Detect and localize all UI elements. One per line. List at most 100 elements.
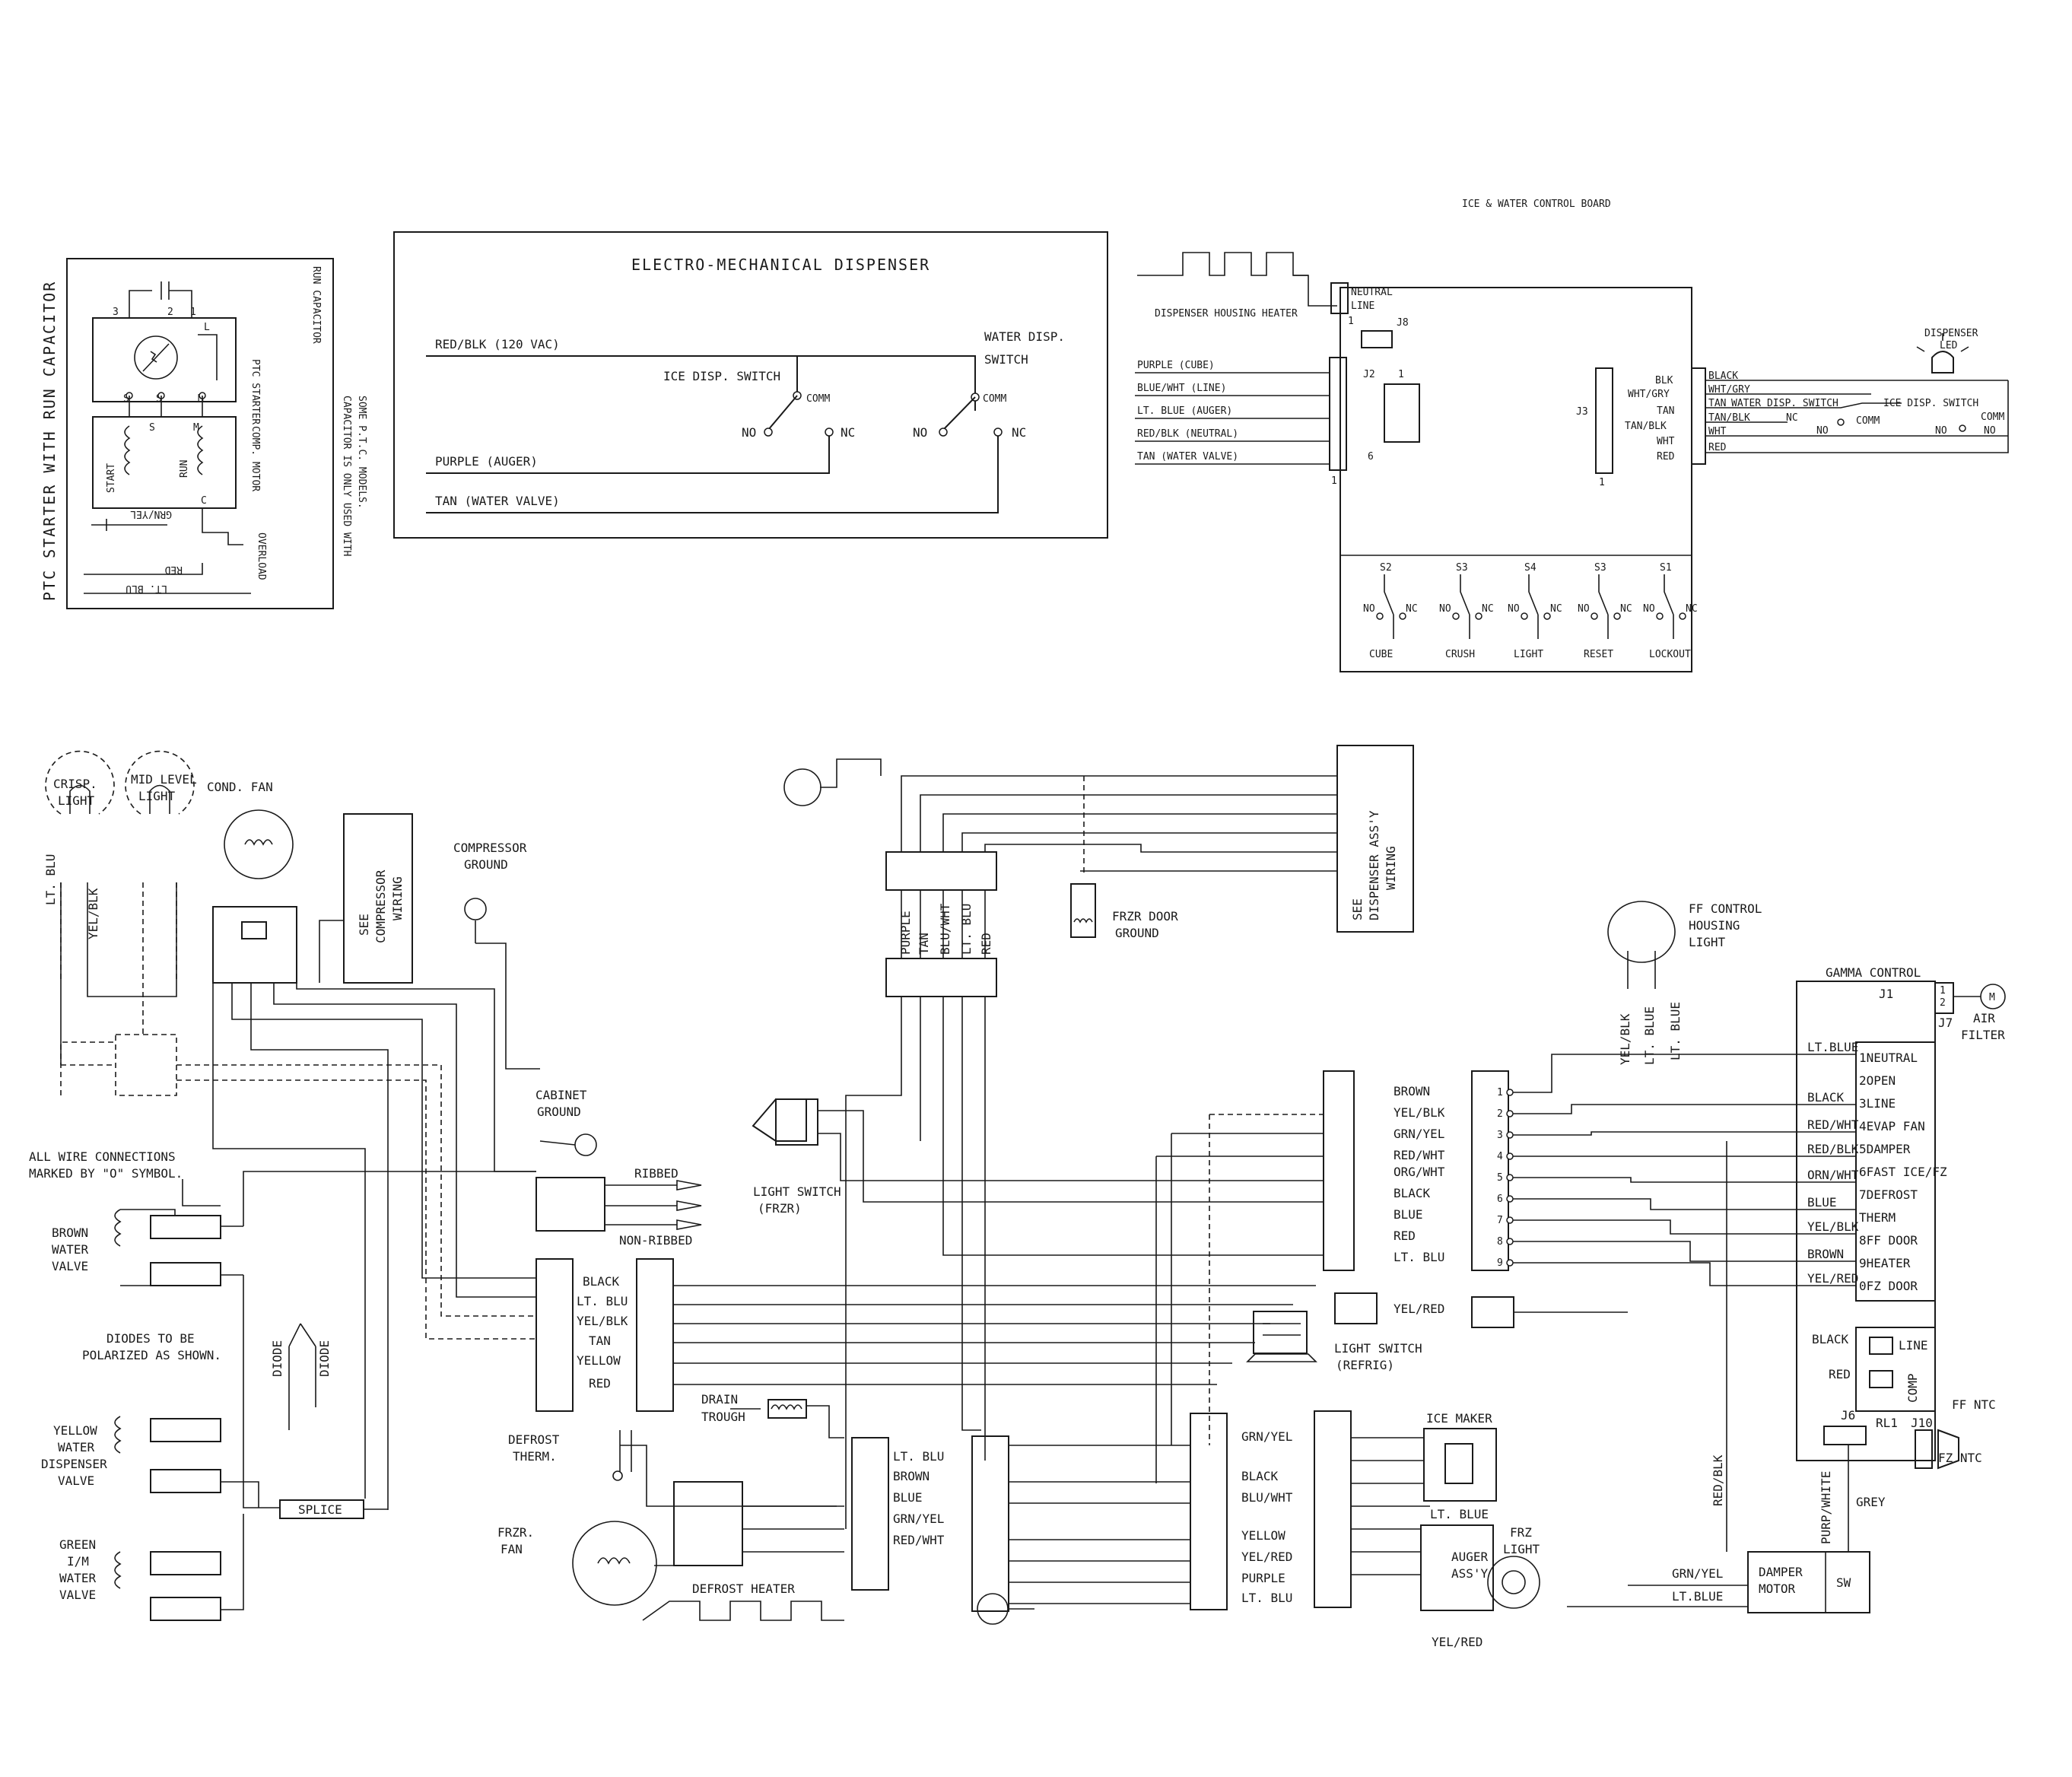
j6-label: J6 (1841, 1408, 1855, 1423)
ls-ref-1: LIGHT SWITCH (1334, 1341, 1422, 1356)
ptc-s3: S (149, 422, 155, 434)
j1-label: J1 (1879, 987, 1893, 1001)
dispenser-harness-bottom (885, 958, 997, 997)
capacitor-note-2: SOME P.T.C. MODELS. (356, 396, 367, 509)
cb-1b: 1 (1398, 369, 1404, 380)
cb-r5: WHT (1657, 436, 1675, 447)
brown-valve-coil-icon (114, 1209, 122, 1247)
defrost-heater-icon (642, 1601, 844, 1621)
j-pin-number: 4 (1497, 1151, 1503, 1162)
board-switch-icon (1598, 574, 1609, 639)
ptc-starter-label: PTC STARTER (249, 359, 261, 424)
j-pin-number: 3 (1497, 1130, 1503, 1141)
gamma-pin-label: 2OPEN (1859, 1073, 1896, 1088)
red-blk-wire (426, 355, 976, 411)
defrost-therm-1: DEFROST (508, 1432, 560, 1447)
main-wiring-section: CRISP. LIGHT MID LEVEL LIGHT LT. BLU YEL… (29, 745, 2006, 1649)
conn-red: RED (589, 1376, 611, 1391)
capacitor-note-1: CAPACITOR IS ONLY USED WITH (341, 396, 352, 556)
frzr-door-1: FRZR DOOR (1112, 909, 1178, 923)
diodes-note-1: DIODES TO BE (106, 1331, 195, 1346)
low-conn-6: LT. BLU (1241, 1591, 1292, 1605)
diode-icons (288, 1323, 316, 1430)
gamma-wire-labels: LT.BLUEBLACKRED/WHTRED/BLKORN/WHTBLUEYEL… (1807, 1040, 1859, 1286)
dispenser-harness-top (885, 851, 997, 891)
mid-conn-1: YEL/BLK (1394, 1105, 1445, 1120)
dispenser-frame (393, 231, 1108, 539)
mid-conn-0: BROWN (1394, 1084, 1430, 1098)
grn-yel-label-b: GRN/YEL (1672, 1566, 1723, 1581)
air-filter-m: M (1989, 992, 1995, 1003)
cb-no-c: NO (1984, 425, 1996, 437)
cb-o1: BLACK (1708, 370, 1738, 382)
lt-blue-label: LT. BLUE (1430, 1507, 1489, 1521)
gamma-wire-label: BLUE (1807, 1195, 1837, 1210)
frzr-door-ground-icon (1070, 883, 1096, 938)
ptc-starter-section: PTC STARTER WITH RUN CAPACITOR RUN CAPAC… (40, 258, 367, 609)
heater-label: DISPENSER HOUSING HEATER (1155, 308, 1298, 319)
water-switch-label-2: SWITCH (984, 352, 1028, 367)
gamma-wire-label: RED/WHT (1807, 1117, 1859, 1132)
ice-maker-label: ICE MAKER (1426, 1411, 1492, 1426)
gamma-wire-label: BLACK (1807, 1090, 1845, 1105)
disp-wire-0: PURPLE (898, 911, 913, 955)
yellow-valve-1: YELLOW (53, 1423, 97, 1438)
lt-blue-4: LT.BLUE (1672, 1589, 1723, 1604)
comp-motor-box (92, 416, 237, 509)
green-im-water-valve (114, 1551, 221, 1621)
ribbed-label: RIBBED (634, 1166, 678, 1181)
red-label: RED (164, 564, 183, 575)
yel-blk-2: YEL/BLK (1618, 1013, 1632, 1065)
led-label-2: LED (1940, 340, 1958, 351)
crisper-light-icon (45, 750, 115, 815)
comm-1: COMM (806, 393, 830, 405)
frzr-door-2: GROUND (1115, 926, 1159, 940)
gamma-wire-label: ORN/WHT (1807, 1168, 1859, 1182)
see-comp-2: COMPRESSOR (373, 869, 388, 943)
comp-motor-label: COMP. MOTOR (249, 426, 261, 491)
mid-conn-5: BLACK (1394, 1186, 1431, 1200)
cb-r4: TAN/BLK (1625, 421, 1667, 432)
ice-switch-arm (767, 395, 798, 431)
low-conn-0: GRN/YEL (1241, 1429, 1292, 1444)
gamma-wire-label: RED/BLK (1807, 1142, 1859, 1156)
sw-label: SW (1836, 1575, 1851, 1590)
fan-conn-1: BROWN (893, 1469, 930, 1483)
ptc-s1: S (123, 393, 129, 405)
gamma-pin-label: 3LINE (1859, 1096, 1896, 1111)
damper-2: MOTOR (1759, 1581, 1796, 1596)
comp-gnd-2: GROUND (464, 857, 508, 872)
mid-conn-7: RED (1394, 1229, 1416, 1243)
nc-1: NC (841, 425, 855, 440)
see-disp-1: SEE (1350, 898, 1365, 920)
neutral-label: NEUTRAL (1351, 287, 1393, 298)
conn-lt-blu: LT. BLU (577, 1294, 628, 1308)
board-switch-name: CUBE (1369, 649, 1393, 660)
led-label-1: DISPENSER (1924, 328, 1978, 339)
ff-light-2: HOUSING (1689, 918, 1740, 933)
auger-box (1420, 1524, 1494, 1611)
cb-r3: TAN (1657, 405, 1674, 417)
mid-label-2: LIGHT (138, 789, 176, 803)
main-left-connector (535, 1258, 574, 1412)
fan-conn-0: LT. BLU (893, 1449, 944, 1464)
heater-connector (535, 1177, 605, 1232)
water-switch-arm (942, 396, 976, 431)
j7-1: 1 (1940, 985, 1946, 997)
board-switch-name: LOCKOUT (1649, 649, 1691, 660)
crisp-label-1: CRISP. (53, 777, 97, 791)
lt-blu-label: LT. BLU (126, 583, 167, 594)
j-pin-number: 8 (1497, 1236, 1503, 1248)
j10-connector (1915, 1429, 1933, 1469)
ptc-m2: M (193, 422, 199, 434)
gamma-pin-label: 4EVAP FAN (1859, 1119, 1925, 1133)
cb-no-b: NO (1935, 425, 1947, 437)
j7-2: 2 (1940, 997, 1946, 1009)
purp-white-label: PURP/WHITE (1819, 1471, 1833, 1544)
board-switch-no: NO (1578, 603, 1590, 615)
run-label: RUN (179, 460, 190, 478)
drain-trough-heater (767, 1399, 807, 1419)
lower-left-connector (971, 1435, 1009, 1612)
light-switch-block (115, 1034, 177, 1096)
